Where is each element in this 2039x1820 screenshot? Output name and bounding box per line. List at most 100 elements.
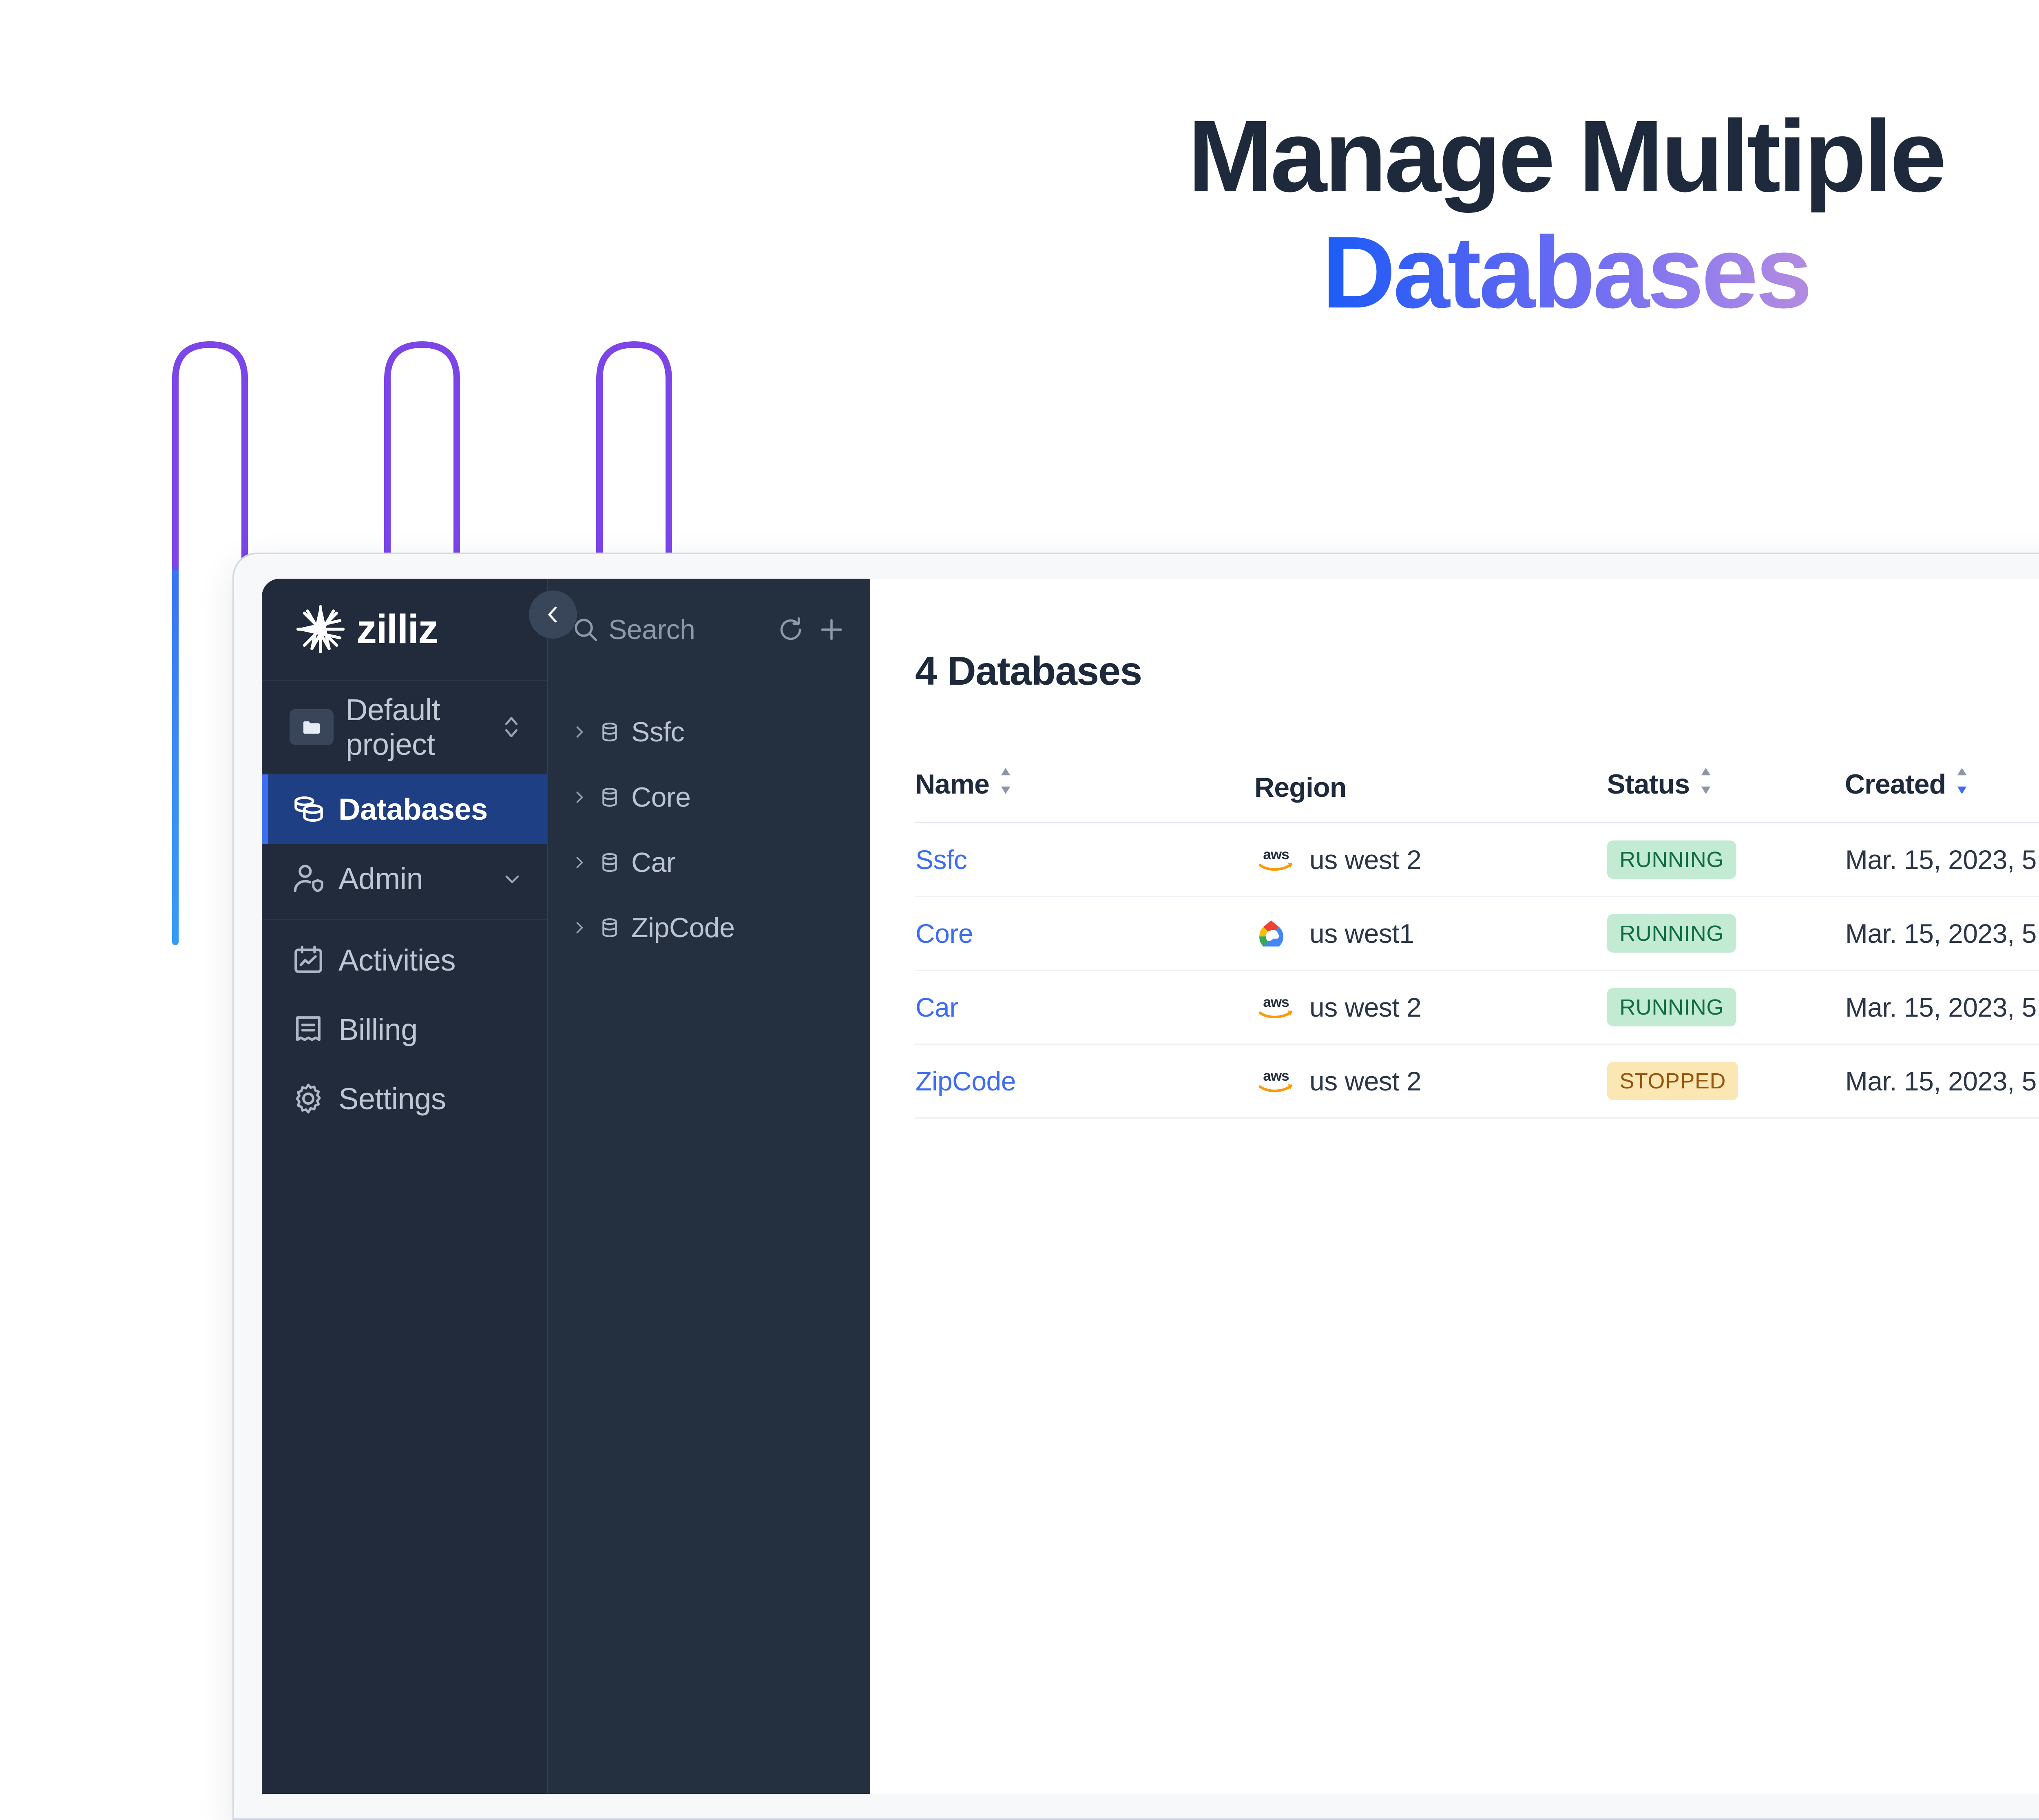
cell-created: Mar. 15, 2023, 5:12 PM xyxy=(1844,823,2039,897)
cell-name: Ssfc xyxy=(915,823,1254,897)
column-header-label: Region xyxy=(1254,772,1347,803)
column-header-name[interactable]: Name xyxy=(915,765,1254,823)
activity-board-icon xyxy=(290,941,327,979)
sidebar-collapse-toggle[interactable] xyxy=(529,590,577,639)
cell-name: Car xyxy=(915,970,1254,1045)
sidebar-item-settings[interactable]: Settings xyxy=(262,1064,547,1133)
sidebar-item-activities[interactable]: Activities xyxy=(262,925,547,995)
database-link[interactable]: ZipCode xyxy=(916,1066,1016,1096)
cell-name: Core xyxy=(915,896,1254,971)
database-link[interactable]: Car xyxy=(916,992,958,1022)
status-badge: STOPPED xyxy=(1607,1062,1738,1100)
google-cloud-logo-icon xyxy=(1255,919,1297,948)
svg-text:aws: aws xyxy=(1263,1068,1289,1084)
table-row: ZipCode aws us west 2 STOPPED Mar. 15, 2023,… xyxy=(915,1044,2039,1119)
main-content: 4 Databases + Database NameRegionStatusC… xyxy=(870,579,2039,1794)
sort-arrows-icon[interactable] xyxy=(1955,765,1968,803)
sidebar-item-label: Databases xyxy=(338,792,488,826)
cell-region: us west1 xyxy=(1254,896,1607,971)
sidebar-item-databases[interactable]: Databases xyxy=(262,774,547,844)
column-header-region: Region xyxy=(1254,765,1607,823)
sidebar-item-admin[interactable]: Admin xyxy=(262,844,547,913)
app-shell: zilliz Default project xyxy=(262,579,2039,1794)
sidebar-divider xyxy=(262,919,547,920)
plus-icon[interactable] xyxy=(816,615,847,645)
cell-region: aws us west 2 xyxy=(1254,970,1607,1045)
brand-name: zilliz xyxy=(356,606,438,652)
sidebar-item-billing[interactable]: Billing xyxy=(262,995,547,1064)
database-cylinder-icon xyxy=(597,850,622,875)
aws-logo-icon: aws xyxy=(1255,1066,1297,1096)
tree-item-zipcode[interactable]: ZipCode xyxy=(548,895,870,960)
sidebar-item-label: Settings xyxy=(338,1081,446,1116)
region-label: us west 2 xyxy=(1309,1066,1422,1096)
region-label: us west 2 xyxy=(1309,845,1422,875)
aws-logo-icon: aws xyxy=(1255,845,1297,874)
folder-icon xyxy=(290,709,334,745)
refresh-icon[interactable] xyxy=(776,615,806,645)
database-cylinder-icon xyxy=(597,719,622,745)
status-badge: RUNNING xyxy=(1607,914,1736,953)
tree-item-label: ZipCode xyxy=(631,912,735,943)
database-link[interactable]: Core xyxy=(916,918,973,949)
page-title: 4 Databases xyxy=(915,648,1142,693)
column-header-created[interactable]: Created xyxy=(1845,765,2039,823)
chevron-right-icon[interactable] xyxy=(570,917,588,938)
project-name: Default project xyxy=(346,693,440,761)
column-header-status[interactable]: Status xyxy=(1607,765,1844,823)
column-header-label: Created xyxy=(1844,769,1946,800)
main-header: 4 Databases + Database xyxy=(915,579,2039,704)
table-row: Car aws us west 2 RUNNING Mar. 15, 2023, 5:1… xyxy=(915,970,2039,1045)
cell-name: ZipCode xyxy=(915,1044,1254,1119)
project-selector[interactable]: Default project xyxy=(262,681,547,774)
cell-status: RUNNING xyxy=(1607,896,1845,971)
cell-created: Mar. 15, 2023, 5:11 PM xyxy=(1844,970,2039,1045)
aws-logo-icon: aws xyxy=(1255,993,1297,1022)
tree-toolbar: Search xyxy=(548,579,870,681)
gear-icon xyxy=(290,1080,327,1117)
chevron-right-icon[interactable] xyxy=(570,721,588,743)
svg-text:aws: aws xyxy=(1263,847,1289,862)
sidebar-item-label: Admin xyxy=(338,861,423,896)
column-header-label: Status xyxy=(1607,769,1690,800)
region-label: us west1 xyxy=(1309,918,1414,949)
cell-status: RUNNING xyxy=(1607,823,1845,897)
cell-status: STOPPED xyxy=(1607,1044,1845,1119)
sort-arrows-icon[interactable] xyxy=(1699,765,1712,803)
database-cylinder-icon xyxy=(597,915,622,940)
databases-table: NameRegionStatusCreatedSizeSnapshotActio… xyxy=(915,765,2039,1119)
svg-text:aws: aws xyxy=(1263,994,1289,1010)
brand-logo[interactable]: zilliz xyxy=(262,579,547,681)
app-window-card: zilliz Default project xyxy=(232,553,2039,1820)
cell-region: aws us west 2 xyxy=(1254,823,1607,897)
cell-status: RUNNING xyxy=(1607,970,1845,1045)
chevron-right-icon[interactable] xyxy=(570,787,588,808)
receipt-icon xyxy=(290,1011,327,1048)
tree-item-car[interactable]: Car xyxy=(548,830,870,895)
chevron-up-down-icon xyxy=(499,712,524,743)
cell-created: Mar. 15, 2023, 5:11 PM xyxy=(1844,1044,2039,1119)
tree-item-ssfc[interactable]: Ssfc xyxy=(548,699,870,765)
tree-item-label: Ssfc xyxy=(631,717,685,747)
tree-item-core[interactable]: Core xyxy=(548,765,870,830)
status-badge: RUNNING xyxy=(1607,988,1736,1026)
region-label: us west 2 xyxy=(1309,992,1422,1022)
search-input[interactable]: Search xyxy=(608,614,695,645)
database-link[interactable]: Ssfc xyxy=(916,845,967,875)
chevron-down-icon xyxy=(501,867,524,890)
table-header-row: NameRegionStatusCreatedSizeSnapshotActio… xyxy=(915,765,2039,823)
sort-arrows-icon[interactable] xyxy=(999,765,1012,803)
user-shield-icon xyxy=(290,860,327,897)
sidebar-item-label: Activities xyxy=(338,943,456,977)
column-header-label: Name xyxy=(915,769,990,800)
cell-region: aws us west 2 xyxy=(1254,1044,1607,1119)
database-cylinder-icon xyxy=(597,785,622,810)
sidebar-item-label: Billing xyxy=(338,1012,418,1046)
chevron-right-icon[interactable] xyxy=(570,852,588,873)
zilliz-starburst-icon xyxy=(294,602,347,656)
chevron-left-icon xyxy=(548,606,557,623)
search-icon xyxy=(570,614,601,645)
